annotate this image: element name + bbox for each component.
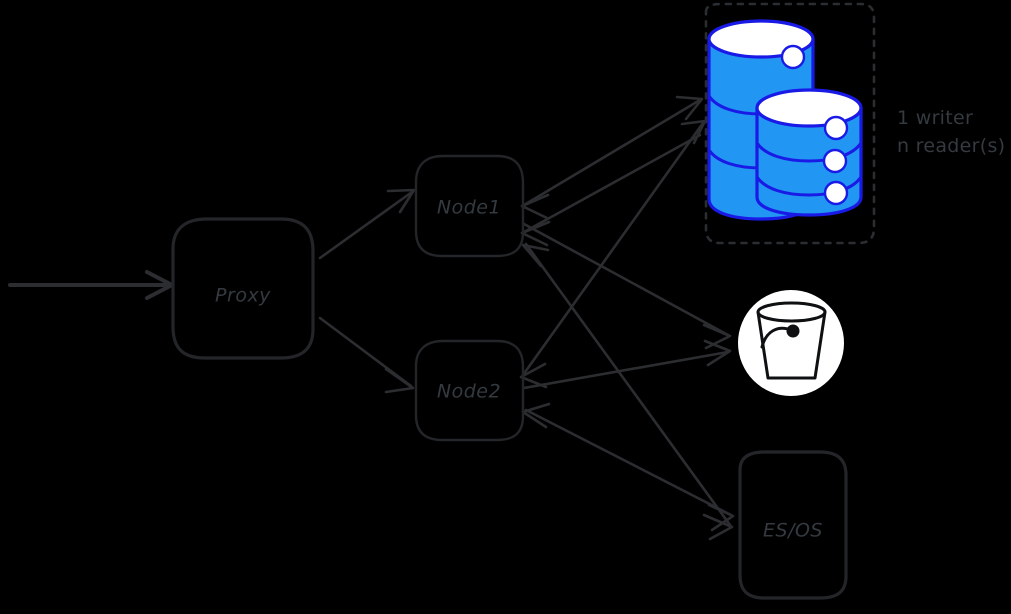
database-cylinder-icon-secondary bbox=[755, 88, 863, 217]
node1-node[interactable]: Node1 bbox=[414, 154, 525, 258]
connector-ingress-to-proxy bbox=[8, 270, 174, 300]
proxy-node[interactable]: Proxy bbox=[171, 217, 315, 360]
bucket-handle-dot bbox=[786, 324, 800, 338]
node2-label: Node2 bbox=[437, 381, 501, 403]
database-note: 1 writer n reader(s) bbox=[897, 107, 1005, 157]
esos-node[interactable]: ES/OS bbox=[738, 450, 848, 600]
database-group[interactable] bbox=[704, 2, 876, 245]
bucket-node[interactable] bbox=[738, 290, 844, 396]
connector-node2-to-bucket bbox=[522, 339, 732, 390]
bucket-icon bbox=[756, 301, 827, 380]
connector-node2-to-esos bbox=[524, 408, 735, 532]
connector-proxy-to-node1 bbox=[318, 188, 416, 260]
connector-return-heads-node1 bbox=[521, 243, 550, 268]
db-note-line-1: 1 writer bbox=[897, 107, 973, 129]
bucket-circle-background bbox=[738, 290, 844, 396]
connector-layer bbox=[8, 95, 735, 541]
connector-proxy-to-node2 bbox=[318, 316, 415, 394]
node1-label: Node1 bbox=[437, 197, 501, 219]
connector-node1-to-database bbox=[520, 95, 704, 220]
db-note-line-2: n reader(s) bbox=[897, 135, 1005, 157]
connector-node2-to-database bbox=[519, 119, 707, 389]
connector-node1-to-esos bbox=[524, 242, 734, 541]
proxy-label: Proxy bbox=[215, 285, 271, 307]
esos-label: ES/OS bbox=[763, 520, 823, 542]
node2-node[interactable]: Node2 bbox=[414, 339, 525, 442]
